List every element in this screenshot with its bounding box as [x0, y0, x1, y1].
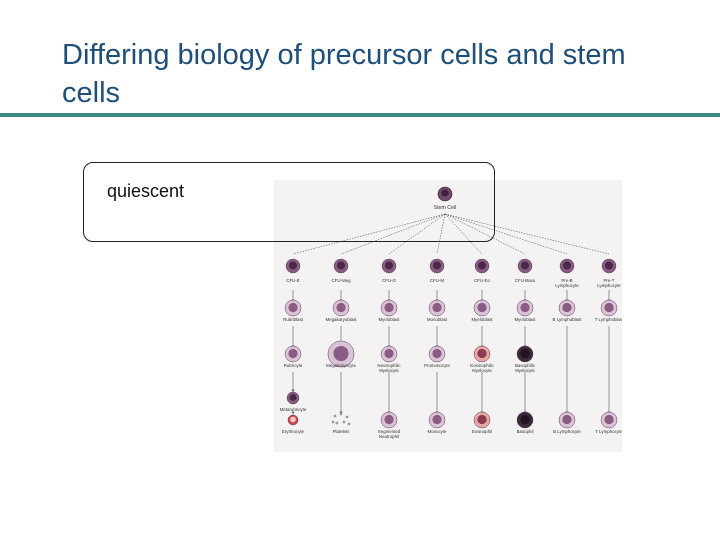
- stage-cell-nucleus: [288, 302, 298, 313]
- stem-connector: [436, 213, 446, 255]
- stage-cell-nucleus: [333, 345, 349, 362]
- platelet-icon: [335, 421, 339, 425]
- stage-label: Rubriblast: [283, 317, 304, 322]
- stem-connector: [444, 213, 526, 255]
- progenitor-cell-nucleus: [384, 261, 394, 270]
- platelet-icon: [347, 422, 351, 426]
- stem-cell-label: Stem Cell: [434, 205, 457, 211]
- stage-label: Myeloblast: [472, 317, 494, 322]
- stage-cell-nucleus: [562, 414, 572, 425]
- stage-label: Platelets: [333, 429, 351, 434]
- title-divider: [0, 113, 720, 117]
- progenitor-label: CFU-Eo: [474, 278, 490, 283]
- stage-cell-nucleus: [562, 302, 572, 313]
- stage-cell-nucleus: [604, 302, 614, 313]
- stem-connector: [444, 213, 483, 255]
- platelet-icon: [333, 414, 337, 418]
- stage-cell-nucleus: [520, 414, 530, 425]
- stage-cell-nucleus: [288, 348, 298, 359]
- platelet-icon: [345, 415, 349, 419]
- progenitor-cell-nucleus: [288, 261, 298, 270]
- lineage-column: CFU-E RubriblastRubricyteMetarubricyteEry…: [280, 258, 307, 434]
- arrowhead-icon: [291, 389, 295, 392]
- stage-label: T Lymphoblast: [595, 317, 622, 322]
- arrowhead-icon: [291, 411, 295, 414]
- progenitor-cell-nucleus: [520, 261, 530, 270]
- stem-cell-group: Stem Cell: [434, 186, 457, 211]
- diagram-background: [274, 180, 622, 452]
- stage-label: Metarubricyte: [280, 407, 307, 412]
- stage-cell-nucleus: [384, 414, 394, 425]
- progenitor-cell-nucleus: [477, 261, 487, 270]
- stage-label: Monoblast: [427, 317, 448, 322]
- stage-cell-nucleus: [336, 302, 346, 313]
- stage-cell-nucleus: [290, 416, 296, 423]
- stage-cell-nucleus: [604, 414, 614, 425]
- stage-cell-nucleus: [432, 414, 442, 425]
- stage-label: Megakaryocyte: [326, 363, 356, 368]
- stage-cell-nucleus: [477, 414, 487, 425]
- progenitor-cell-nucleus: [336, 261, 346, 270]
- platelet-icon: [339, 412, 343, 416]
- progenitor-label: CFU-Meg: [331, 278, 351, 283]
- stage-label: T Lymphocyte: [595, 429, 622, 434]
- hematopoiesis-diagram: Stem Cell CFU-E RubriblastRubricyteMetaru…: [274, 180, 622, 452]
- stage-label: Basophil: [517, 429, 534, 434]
- stage-label: Monocyte: [427, 429, 447, 434]
- stage-label: Rubricyte: [284, 363, 303, 368]
- stage-cell-nucleus: [432, 348, 442, 359]
- stem-connector: [444, 213, 610, 255]
- stage-cell-nucleus: [477, 302, 487, 313]
- stage-label: Myeloblast: [379, 317, 401, 322]
- progenitor-label: CFU-G: [382, 278, 396, 283]
- progenitor-label: CFU-M: [430, 278, 444, 283]
- platelet-icon: [342, 420, 346, 424]
- stage-cell-nucleus: [432, 302, 442, 313]
- quiescent-label: quiescent: [107, 181, 185, 201]
- progenitor-cell-nucleus: [604, 261, 614, 270]
- stem-connector: [340, 213, 446, 255]
- progenitor-label: CFU-Baso: [515, 278, 536, 283]
- stage-label: Eosinophil: [472, 429, 492, 434]
- platelet-icon: [331, 420, 335, 424]
- stem-connector: [388, 213, 446, 255]
- quiescent-callout-box: [83, 162, 495, 242]
- lineage-column: CFU-MegMegakaryoblastMegakaryocytePlatel…: [326, 258, 358, 434]
- stage-cell-nucleus: [384, 348, 394, 359]
- stage-cell-nucleus: [384, 302, 394, 313]
- stage-cell-nucleus: [520, 302, 530, 313]
- stage-label: Erythrocyte: [282, 429, 305, 434]
- stage-cell-nucleus: [477, 348, 487, 359]
- lineage-columns: CFU-E RubriblastRubricyteMetarubricyteEry…: [280, 258, 622, 439]
- stem-cell-nucleus: [441, 189, 449, 197]
- slide-title: Differing biology of precursor cells and…: [62, 39, 626, 109]
- stage-label: Myeloblast: [515, 317, 537, 322]
- stage-label: B Lymphocyte: [553, 429, 581, 434]
- stage-cell-nucleus: [520, 348, 530, 359]
- progenitor-cell-nucleus: [432, 261, 442, 270]
- stage-label: Megakaryoblast: [326, 317, 358, 322]
- stage-cell-nucleus: [289, 394, 297, 401]
- progenitor-cell-nucleus: [562, 261, 572, 270]
- lineage-connectors: [292, 213, 610, 255]
- stage-label: B Lymphoblast: [553, 317, 583, 322]
- stem-connector: [292, 213, 446, 255]
- progenitor-label: CFU-E: [286, 278, 299, 283]
- stage-label: Promonocyte: [424, 363, 450, 368]
